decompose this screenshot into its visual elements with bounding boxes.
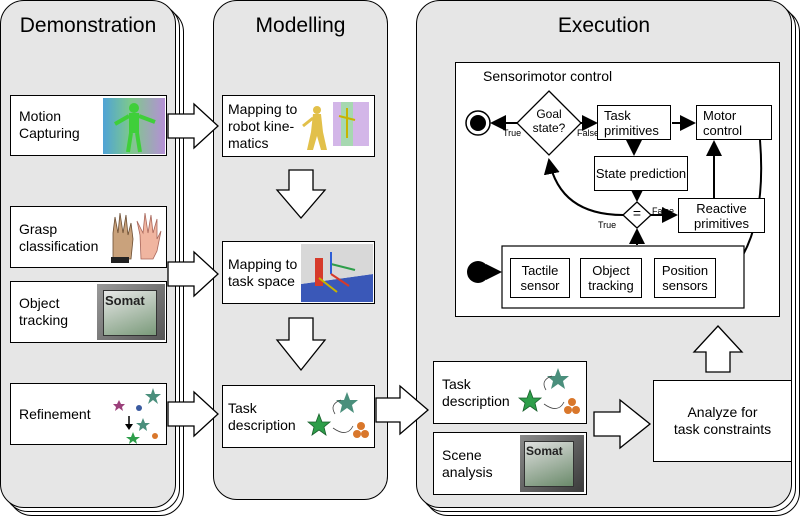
scene-analysis-label: Scene analysis [442,447,493,480]
arrow-grasp-to-taskspace [167,250,219,298]
state-prediction-box: State prediction [594,156,688,191]
task-description-icon [307,392,369,438]
motion-capturing-label: Motion Capturing [19,108,80,141]
motor-control-box: Motor control [696,105,772,140]
mapping-kinematics-label: Mapping to robot kine- matics [228,101,298,151]
refinement-box: Refinement [10,383,167,445]
reactive-primitives-box: Reactive primitives [678,198,765,233]
somat-logo-text: Somat [105,293,145,308]
initial-state-node [467,261,489,283]
sensorimotor-title: Sensorimotor control [483,68,613,84]
object-tracking-box: Object tracking Somat [10,281,167,343]
arrow-modelling-to-execution [375,384,429,436]
object-tracking-sensor-box: Object tracking [580,258,642,298]
analyze-constraints-box: Analyze for task constraints [653,380,792,462]
scene-thumbnail: Somat [520,435,584,492]
arrow-to-analyze [593,398,652,450]
true-label: True [503,128,522,138]
false-label-2: False [652,206,675,216]
arrow-refinement-to-taskdesc [167,390,219,438]
false-label: False [577,128,600,138]
refinement-diagram-icon [113,388,161,444]
arrow-taskspace-down [275,317,327,372]
scene-analysis-box: Scene analysis Somat [433,432,587,495]
arrow-kinematics-down [275,169,327,219]
tactile-sensor-box: Tactile sensor [510,258,570,298]
task-description-box: Task description [222,385,375,448]
mapping-task-space-box: Mapping to task space [222,241,375,304]
equals-label: = [632,205,642,221]
goal-state-label: Goal state? [532,107,566,135]
mapping-task-space-label: Mapping to task space [228,256,298,289]
exec-task-description-box: Task description [433,361,587,424]
hand-icon [111,212,162,263]
grasp-classification-box: Grasp classification [10,206,167,268]
exec-task-description-icon [518,368,580,414]
task-description-label: Task description [228,400,296,433]
robot-kinematics-icon [302,102,369,150]
true-label-2: True [598,220,617,230]
scene-somat-logo-text: Somat [526,444,563,458]
mapping-kinematics-box: Mapping to robot kine- matics [222,95,375,157]
goal-state-diamond [516,90,582,156]
arrow-motion-to-kinematics [167,102,219,150]
task-primitives-box: Task primitives [597,105,671,140]
motion-capturing-box: Motion Capturing [10,95,167,156]
modelling-title: Modelling [255,14,346,37]
execution-title: Execution [557,14,651,37]
final-state-core [470,115,486,131]
hands-thumbnail [107,209,165,265]
demonstration-title: Demonstration [19,14,157,37]
arrow-analyze-up [692,325,744,373]
somat-box-thumbnail: Somat [97,284,165,340]
object-tracking-label: Object tracking [19,295,69,328]
task-space-icon [301,244,373,302]
grasp-classification-label: Grasp classification [19,221,99,254]
motion-capture-thumbnail [103,98,165,154]
exec-task-description-label: Task description [442,376,510,409]
human-figure-icon [114,103,156,153]
position-sensors-box: Position sensors [654,258,716,298]
refinement-label: Refinement [19,406,91,422]
